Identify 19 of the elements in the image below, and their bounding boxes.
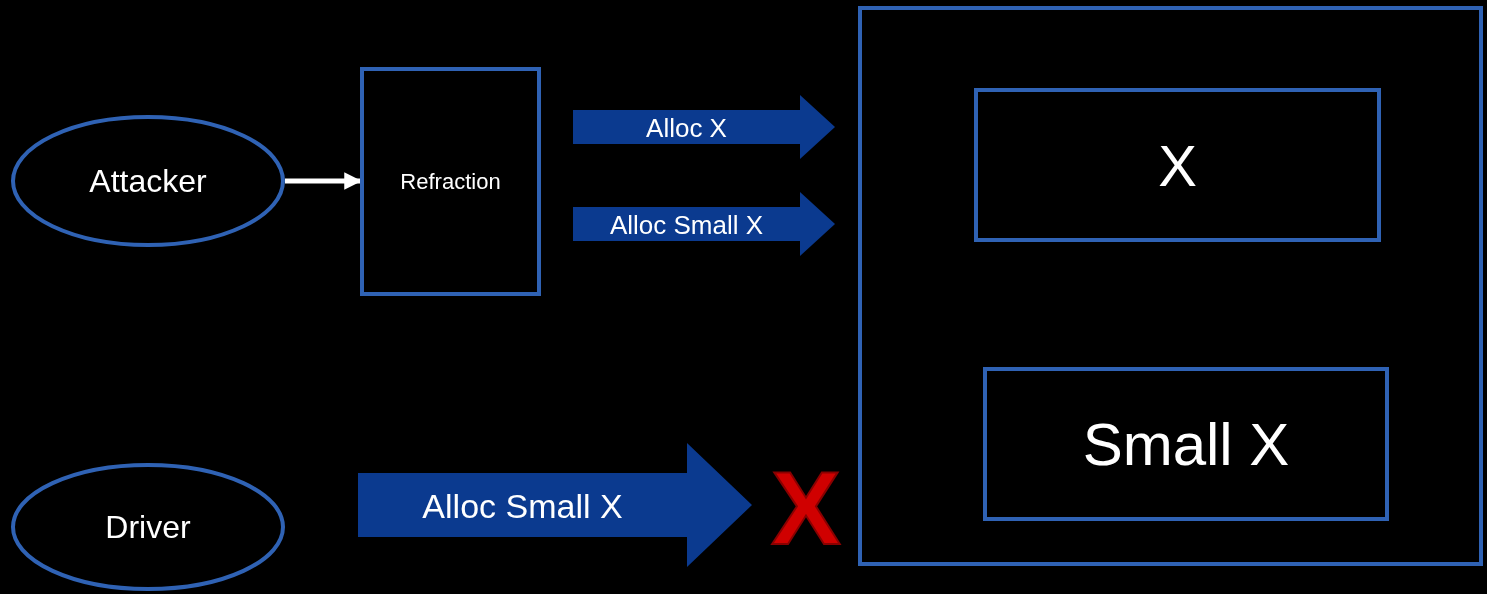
cross-mark: X xyxy=(766,462,846,554)
process-box xyxy=(360,67,541,296)
block-arrow xyxy=(573,192,835,256)
process-box xyxy=(974,88,1381,242)
ellipse-node xyxy=(11,115,285,247)
node-label: Driver xyxy=(105,508,191,546)
block-arrow xyxy=(573,95,835,159)
node-label: Refraction xyxy=(400,168,501,195)
node-label: Attacker xyxy=(89,162,207,200)
ellipse-node xyxy=(11,463,285,591)
edge-label: Alloc Small X xyxy=(609,209,764,241)
edge-label: Alloc Small X xyxy=(422,486,623,526)
container-box xyxy=(858,6,1483,566)
process-box xyxy=(983,367,1389,521)
node-label: Small X xyxy=(1082,409,1290,479)
arrow xyxy=(285,172,362,190)
block-arrow xyxy=(358,443,752,567)
edge-label: Alloc X xyxy=(646,112,727,144)
node-label: X xyxy=(1158,131,1197,199)
